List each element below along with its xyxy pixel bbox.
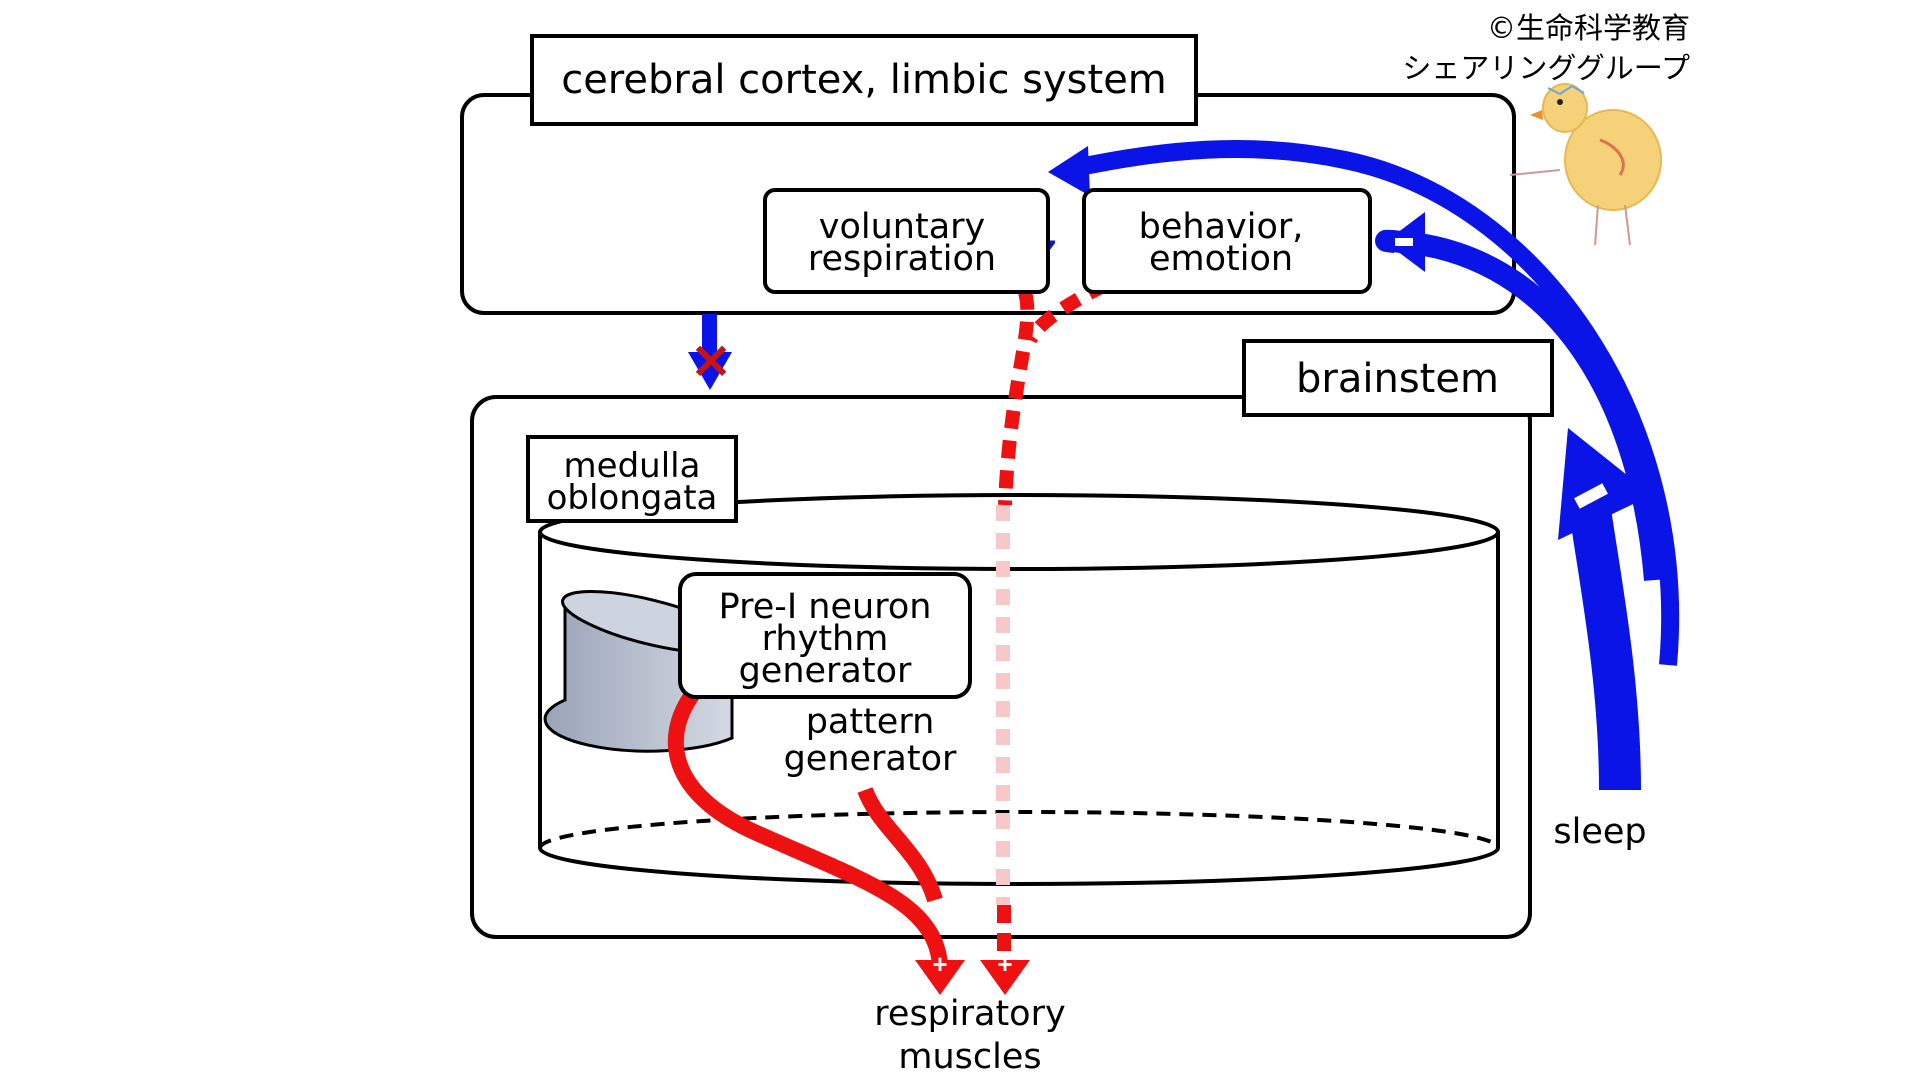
plus-sign: + (997, 949, 1013, 979)
pattern-label-line1: pattern (805, 702, 935, 742)
muscles-label-line1: respiratory (874, 994, 1066, 1034)
pattern-label-line2: generator (783, 739, 957, 779)
voluntary-label-line1: voluntary (818, 207, 986, 247)
behavior-emotion-box: behavior, emotion (1082, 188, 1372, 294)
voluntary-label-line2: respiration (807, 239, 997, 279)
voluntary-path (998, 290, 1035, 506)
minus-sign-behavior (1395, 238, 1413, 246)
pre-i-label-line2: rhythm (761, 619, 889, 659)
brainstem-title-box: brainstem (1242, 339, 1554, 417)
plus-sign: + (932, 949, 948, 979)
plus-arrow-1 (915, 960, 965, 995)
pre-i-neuron-box: Pre-I neuron rhythm generator (678, 572, 972, 699)
medulla-label-line2: oblongata (546, 478, 718, 518)
brainstem-label: brainstem (1296, 356, 1499, 402)
sleep-arrow-voluntary (1073, 140, 1680, 666)
copyright-line2: シェアリンググループ (1402, 51, 1690, 85)
medulla-cylinder (538, 493, 1500, 886)
pre-i-label-line1: Pre-I neuron (718, 587, 932, 627)
pre-i-label-line3: generator (738, 651, 912, 691)
medulla-title-box: medulla oblongata (526, 435, 738, 523)
muscles-label-line2: muscles (898, 1037, 1042, 1077)
copyright-line1: ©生命科学教育 (1486, 11, 1690, 45)
minus-sign (1574, 483, 1608, 509)
cortex-label: cerebral cortex, limbic system (561, 57, 1167, 103)
voluntary-respiration-box: voluntary respiration (763, 188, 1050, 294)
pattern-output-path (857, 786, 943, 903)
sleep-label: sleep (1553, 812, 1647, 852)
cortex-title-box: cerebral cortex, limbic system (530, 34, 1198, 126)
cross-mark-icon: × (689, 330, 733, 390)
plus-arrow-2 (980, 960, 1030, 995)
medulla-label-line1: medulla (563, 446, 701, 486)
cortex-to-brainstem-arrow (702, 314, 717, 354)
behavior-label-line1: behavior, (1138, 207, 1304, 247)
behavior-label-line2: emotion (1148, 239, 1294, 279)
chick-drawing (1509, 83, 1662, 246)
sleep-arrow-brainstem (1569, 507, 1641, 791)
rhythm-output-path (667, 679, 948, 966)
